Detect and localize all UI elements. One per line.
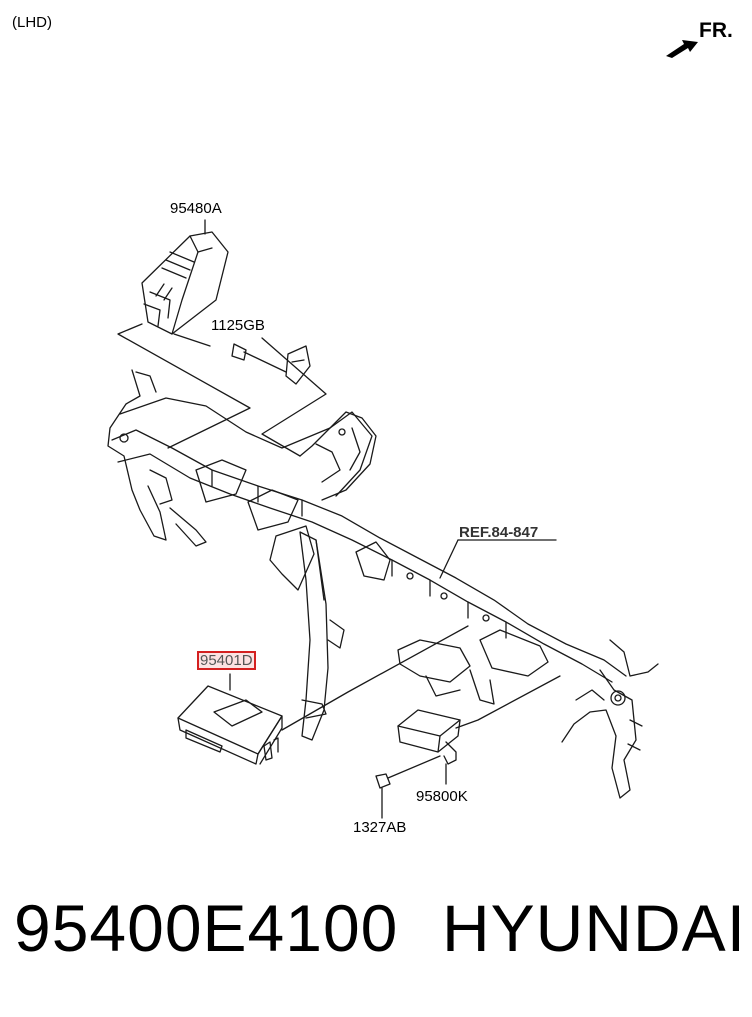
variant-label: (LHD) (12, 14, 52, 31)
label-95401D-highlighted[interactable]: 95401D (197, 651, 256, 670)
module-95401D (177, 625, 469, 765)
arrow-front-icon (666, 40, 698, 58)
label-reference: REF.84-847 (459, 524, 539, 541)
module-95800K (387, 675, 561, 785)
label-1327AB: 1327AB (353, 819, 407, 836)
label-95480A: 95480A (170, 200, 222, 217)
label-1125GB: 1125GB (211, 317, 265, 334)
bolt-1125GB (231, 343, 311, 385)
parts-diagram (107, 219, 659, 819)
bracket-module-95480A (141, 231, 229, 335)
part-number: 95400E4100 (14, 891, 399, 965)
front-direction-label: FR. (699, 19, 733, 42)
label-95800K: 95800K (416, 788, 468, 805)
brand-name: HYUNDAI (442, 891, 747, 965)
cross-car-beam (107, 369, 659, 799)
nut-1327AB (375, 773, 391, 819)
